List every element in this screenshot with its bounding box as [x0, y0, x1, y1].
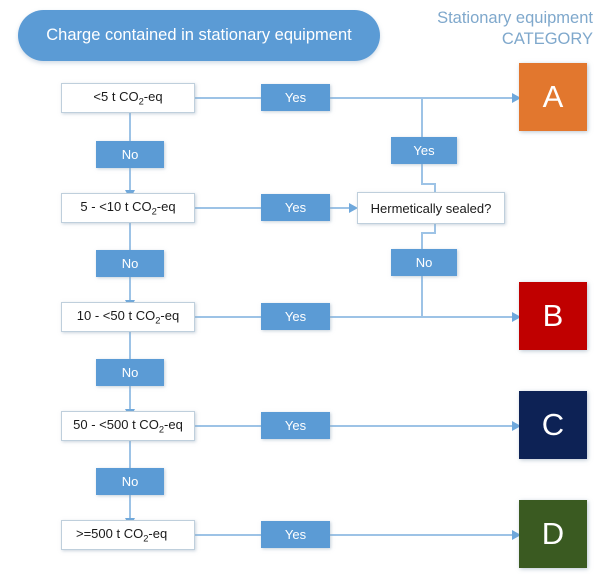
category-box-b[interactable]: B: [519, 282, 587, 350]
decision-box-charge-10-50[interactable]: 10 - <50 t CO2-eq: [61, 302, 195, 332]
category-letter-c: C: [541, 407, 565, 442]
decision-label-hermetically-sealed: Hermetically sealed?: [370, 200, 492, 216]
yes-label-row5-text: Yes: [284, 527, 307, 542]
connector-row4-to-yes: [195, 425, 261, 427]
no-label-row2-text: No: [121, 256, 139, 271]
yes-label-row2-text: Yes: [284, 200, 307, 215]
arrow-row4-to-category-c: [512, 421, 521, 431]
yes-label-hermetic-text: Yes: [413, 143, 435, 158]
decision-label-charge-10-50: 10 - <50 t CO2-eq: [76, 308, 180, 326]
yes-label-row1[interactable]: Yes: [261, 84, 330, 111]
no-label-hermetic[interactable]: No: [391, 249, 457, 276]
connector-hermetic-no-down-seg1: [434, 223, 436, 233]
connector-hermetic-yes-up-seg1: [434, 183, 436, 192]
category-letter-d: D: [541, 516, 565, 551]
arrow-row3-to-category-b: [512, 312, 521, 322]
decision-box-hermetically-sealed[interactable]: Hermetically sealed?: [357, 192, 505, 224]
connector-row2-yes-to-hermetic: [330, 207, 354, 209]
decision-label-charge-lt-5: <5 t CO2-eq: [93, 89, 163, 107]
flowchart-title: Charge contained in stationary equipment: [18, 10, 380, 61]
decision-box-charge-gte-500[interactable]: >=500 t CO2-eq: [61, 520, 195, 550]
no-label-row1-text: No: [121, 147, 139, 162]
arrow-row1-to-category-a: [512, 93, 521, 103]
decision-label-charge-gte-500: >=500 t CO2-eq: [76, 526, 168, 544]
category-heading: Stationary equipment CATEGORY: [383, 8, 593, 50]
category-heading-line-2: CATEGORY: [501, 30, 593, 48]
decision-label-charge-50-500: 50 - <500 t CO2-eq: [73, 417, 183, 435]
yes-label-row3-text: Yes: [284, 309, 307, 324]
yes-label-row4-text: Yes: [284, 418, 307, 433]
category-letter-a: A: [542, 79, 564, 114]
category-heading-line-1: Stationary equipment: [437, 9, 593, 27]
category-box-d[interactable]: D: [519, 500, 587, 568]
flowchart-title-text: Charge contained in stationary equipment: [46, 26, 352, 44]
decision-label-charge-5-10: 5 - <10 t CO2-eq: [80, 199, 176, 217]
connector-row1-to-yes: [195, 97, 261, 99]
category-letter-b: B: [542, 298, 564, 333]
connector-row3-yes-to-b: [330, 316, 516, 318]
arrow-row5-to-category-d: [512, 530, 521, 540]
arrow-row2-to-hermetic: [349, 203, 358, 213]
yes-label-row1-text: Yes: [284, 90, 307, 105]
no-label-row3[interactable]: No: [96, 359, 164, 386]
connector-row3-to-yes: [195, 316, 261, 318]
connector-hermetic-no-jog: [421, 232, 436, 234]
connector-row4-yes-to-c: [330, 425, 516, 427]
category-box-a[interactable]: A: [519, 63, 587, 131]
no-label-row3-text: No: [121, 365, 139, 380]
decision-box-charge-50-500[interactable]: 50 - <500 t CO2-eq: [61, 411, 195, 441]
yes-label-row4[interactable]: Yes: [261, 412, 330, 439]
yes-label-row3[interactable]: Yes: [261, 303, 330, 330]
yes-label-hermetic[interactable]: Yes: [391, 137, 457, 164]
yes-label-row2[interactable]: Yes: [261, 194, 330, 221]
decision-box-charge-5-10[interactable]: 5 - <10 t CO2-eq: [61, 193, 195, 223]
no-label-row4[interactable]: No: [96, 468, 164, 495]
connector-row1-yes-to-a: [330, 97, 516, 99]
decision-box-charge-lt-5[interactable]: <5 t CO2-eq: [61, 83, 195, 113]
category-box-c[interactable]: C: [519, 391, 587, 459]
no-label-row2[interactable]: No: [96, 250, 164, 277]
connector-row5-to-yes: [195, 534, 261, 536]
no-label-row4-text: No: [121, 474, 139, 489]
connector-hermetic-yes-jog: [421, 183, 436, 185]
no-label-row1[interactable]: No: [96, 141, 164, 168]
connector-row2-to-yes: [195, 207, 261, 209]
yes-label-row5[interactable]: Yes: [261, 521, 330, 548]
connector-row5-yes-to-d: [330, 534, 516, 536]
no-label-hermetic-text: No: [415, 255, 433, 270]
